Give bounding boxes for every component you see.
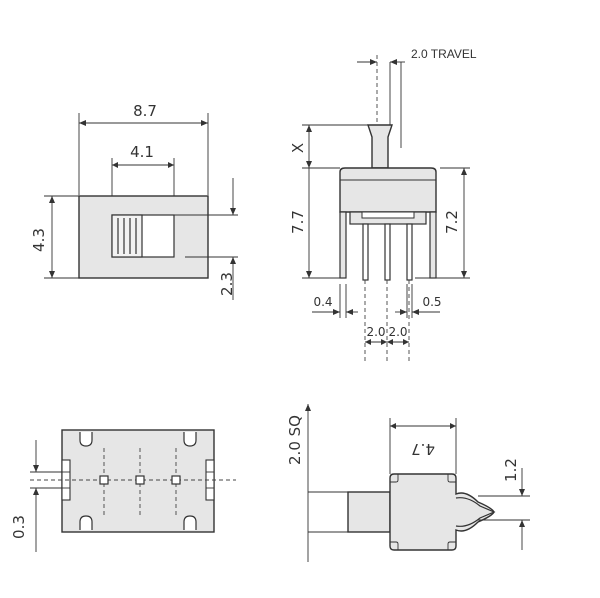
total-height-label: 7.7 <box>289 210 307 234</box>
pitch-2-label: 2.0 <box>388 325 407 339</box>
hole-label: 1.2 <box>502 458 520 482</box>
pitch-1-label: 2.0 <box>366 325 385 339</box>
switch-body-side <box>339 167 437 213</box>
actuator <box>111 214 143 258</box>
pin-gap-label: 0.5 <box>422 295 441 309</box>
side-view: 2.0 TRAVEL X 7.7 <box>289 47 477 362</box>
pin-width-label: 0.4 <box>313 295 332 309</box>
offset-dimension-label: 2.3 <box>218 272 236 296</box>
top-view: 8.7 4.1 4.3 2.3 <box>30 102 238 300</box>
depth-label: 4.7 <box>411 440 435 458</box>
pin-1 <box>362 223 369 281</box>
slot-dimension-label: 4.1 <box>130 143 154 161</box>
actuator-stub <box>367 124 393 169</box>
height-dimension-label: 4.3 <box>30 228 48 252</box>
travel-label: 2.0 TRAVEL <box>411 47 477 61</box>
bottom-offset-label: 0.3 <box>10 515 28 539</box>
x-dimension-label: X <box>289 143 307 153</box>
switch-body-end <box>389 473 495 551</box>
pin-3 <box>406 223 413 281</box>
bottom-view: 0.3 <box>10 429 236 552</box>
pin-hole-3 <box>171 475 181 485</box>
width-dimension-label: 8.7 <box>133 102 157 120</box>
square-label: 2.0 SQ <box>286 415 304 465</box>
pin-hole-2 <box>135 475 145 485</box>
shaft <box>347 491 391 533</box>
pin-hole-1 <box>99 475 109 485</box>
end-view: 2.0 SQ 4.7 1.2 <box>286 404 530 562</box>
switch-body-top <box>78 195 209 279</box>
body-height-label: 7.2 <box>443 210 461 234</box>
pin-2 <box>384 223 391 281</box>
